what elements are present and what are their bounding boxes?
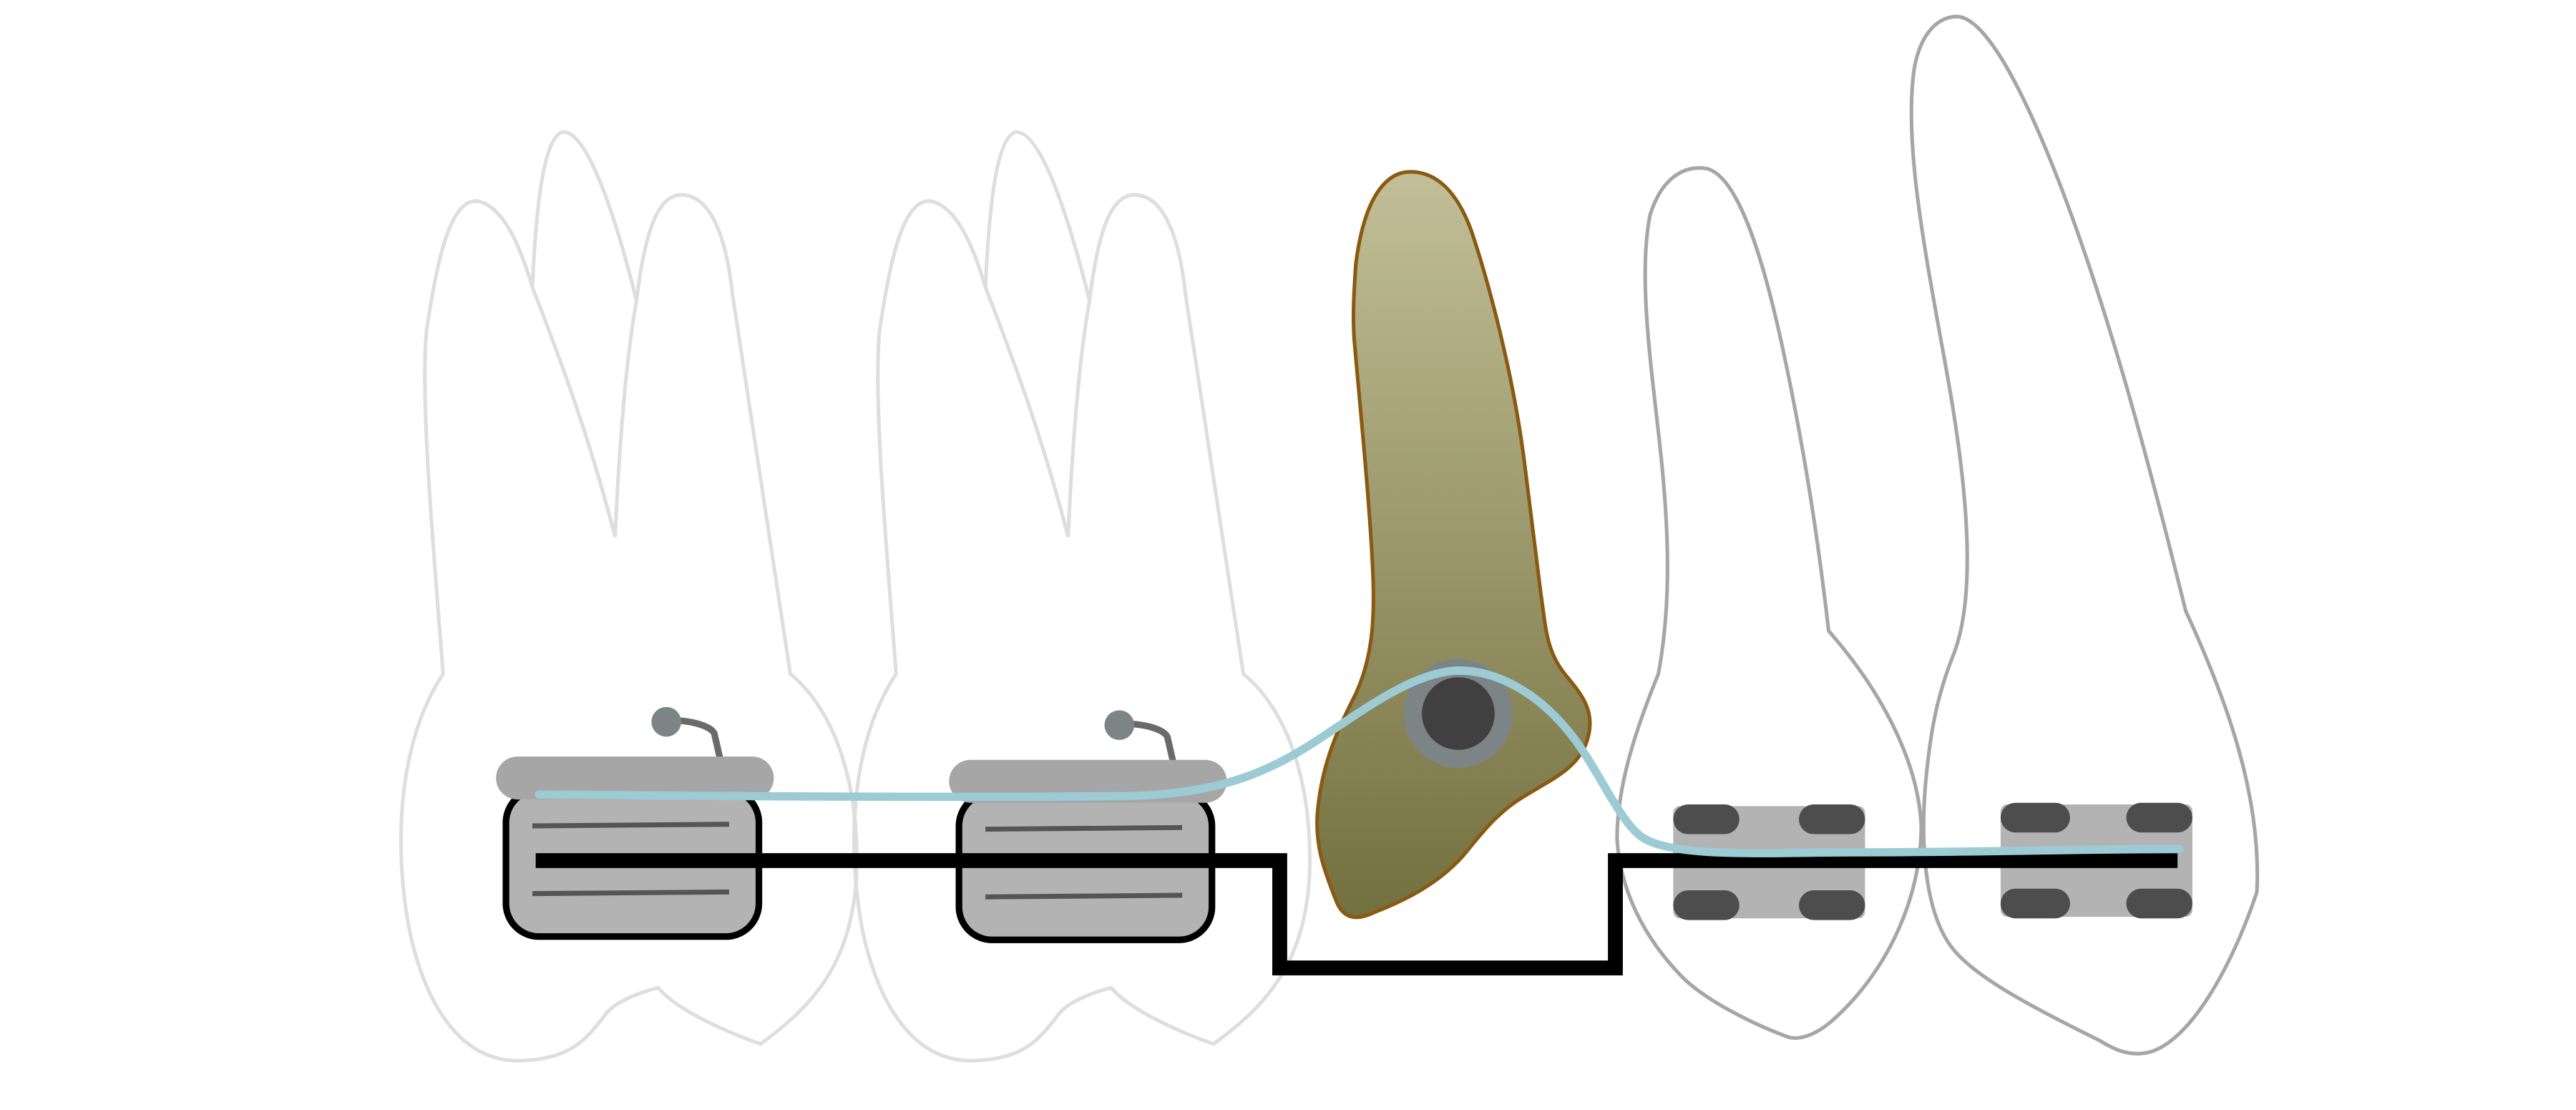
molar-band-middle [949, 759, 1227, 943]
bracket-premolar [1673, 804, 1865, 920]
molar-hook-middle [1104, 710, 1181, 781]
molar-tooth-left [399, 130, 859, 1063]
bonded-attachment-button [1422, 677, 1495, 750]
molar-hook-left [651, 706, 728, 777]
archwire [535, 853, 2178, 975]
premolar-tooth [1615, 166, 1923, 1040]
traction-wire [535, 666, 2184, 857]
incisor-tooth [1909, 14, 2260, 1056]
molar-band-left [496, 756, 774, 940]
impacted-canine-tooth [1315, 170, 1592, 920]
molar-tooth-middle [852, 130, 1312, 1063]
